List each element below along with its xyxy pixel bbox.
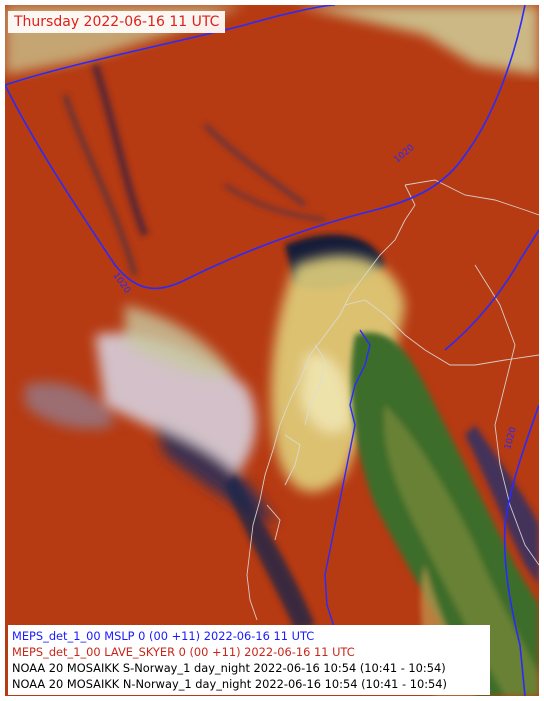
- legend-entry-noaa-south: NOAA 20 MOSAIKK S-Norway_1 day_night 202…: [12, 661, 446, 675]
- isobar-east: [444, 229, 539, 351]
- cloud-coastal: [271, 255, 405, 492]
- legend: MEPS_det_1_00 MSLP 0 (00 +11) 2022-06-16…: [8, 625, 490, 695]
- legend-entry-mslp: MEPS_det_1_00 MSLP 0 (00 +11) 2022-06-16…: [12, 629, 315, 643]
- coastline: [246, 179, 539, 621]
- map-title-box: Thursday 2022-06-16 11 UTC: [8, 11, 226, 33]
- national-border: [324, 329, 371, 631]
- isobar-1020-east: [503, 404, 539, 696]
- cloud-streaks: [62, 63, 326, 276]
- cloud-band-west: [25, 305, 275, 525]
- cloud-top-right: [295, 5, 539, 75]
- satellite-map[interactable]: 1020 1020 1020: [5, 5, 539, 696]
- map-title: Thursday 2022-06-16 11 UTC: [14, 14, 220, 30]
- legend-entry-low-cloud: MEPS_det_1_00 LAVE_SKYER 0 (00 +11) 2022…: [12, 645, 355, 659]
- legend-entry-noaa-north: NOAA 20 MOSAIKK N-Norway_1 day_night 202…: [12, 677, 447, 691]
- map-canvas: 1020 1020 1020: [5, 5, 539, 696]
- isobar-1020-west: [5, 5, 526, 290]
- cloud-streak-south: [225, 475, 315, 630]
